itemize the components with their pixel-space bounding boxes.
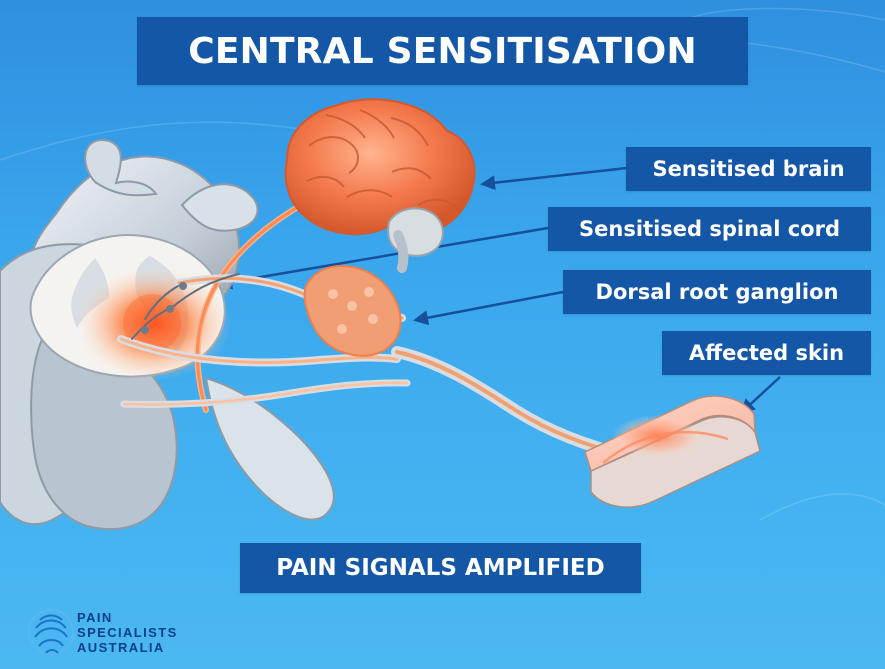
vertebra-process-top: [84, 138, 158, 197]
secondary-root-core: [122, 381, 409, 406]
afferent-fiber-lower-core: [119, 337, 399, 364]
logo-text: PAIN SPECIALISTS AUSTRALIA: [77, 610, 178, 655]
label-sensitised-brain: Sensitised brain: [626, 147, 871, 191]
logo-line-3: AUSTRALIA: [77, 640, 165, 655]
logo-mark-graphic: [28, 609, 74, 655]
brainstem: [393, 230, 409, 273]
neuron-node-2: [166, 305, 174, 313]
skin-arrow: [739, 376, 781, 415]
neuron-node-3: [179, 282, 187, 290]
dorsal-root-ganglion: [303, 265, 402, 357]
spine-illustration: [0, 138, 335, 531]
spinal-cord-glow: [77, 267, 231, 381]
label-affected-skin: Affected skin: [662, 331, 871, 375]
brain-arrow: [480, 166, 628, 191]
fingerprint-icon: [30, 608, 74, 656]
vertebra-side-process: [180, 183, 259, 232]
drg-arrow: [413, 290, 564, 326]
skin-patch: [584, 395, 761, 508]
neuron-node-1: [141, 326, 149, 334]
lower-process: [204, 376, 335, 521]
peripheral-nerve: [391, 346, 636, 462]
brain-illustration: [284, 98, 476, 273]
bottom-caption: PAIN SIGNALS AMPLIFIED: [240, 543, 641, 593]
logo-line-1: PAIN: [77, 610, 113, 625]
brand-logo: PAIN SPECIALISTS AUSTRALIA: [30, 608, 220, 656]
branch-left-3: [169, 273, 240, 310]
nerve-network: [117, 179, 636, 462]
logo-line-2: SPECIALISTS: [77, 625, 178, 640]
brain-hemisphere: [284, 98, 476, 236]
page-title: CENTRAL SENSITISATION: [137, 17, 748, 85]
label-sensitised-spinal-cord: Sensitised spinal cord: [548, 207, 871, 251]
branch-left-1: [144, 285, 179, 320]
spinal-cord-arrow: [217, 226, 549, 290]
arrows: [217, 166, 781, 415]
brain-folds: [306, 109, 458, 209]
secondary-root: [120, 379, 411, 408]
label-dorsal-root-ganglion: Dorsal root ganglion: [563, 270, 871, 314]
